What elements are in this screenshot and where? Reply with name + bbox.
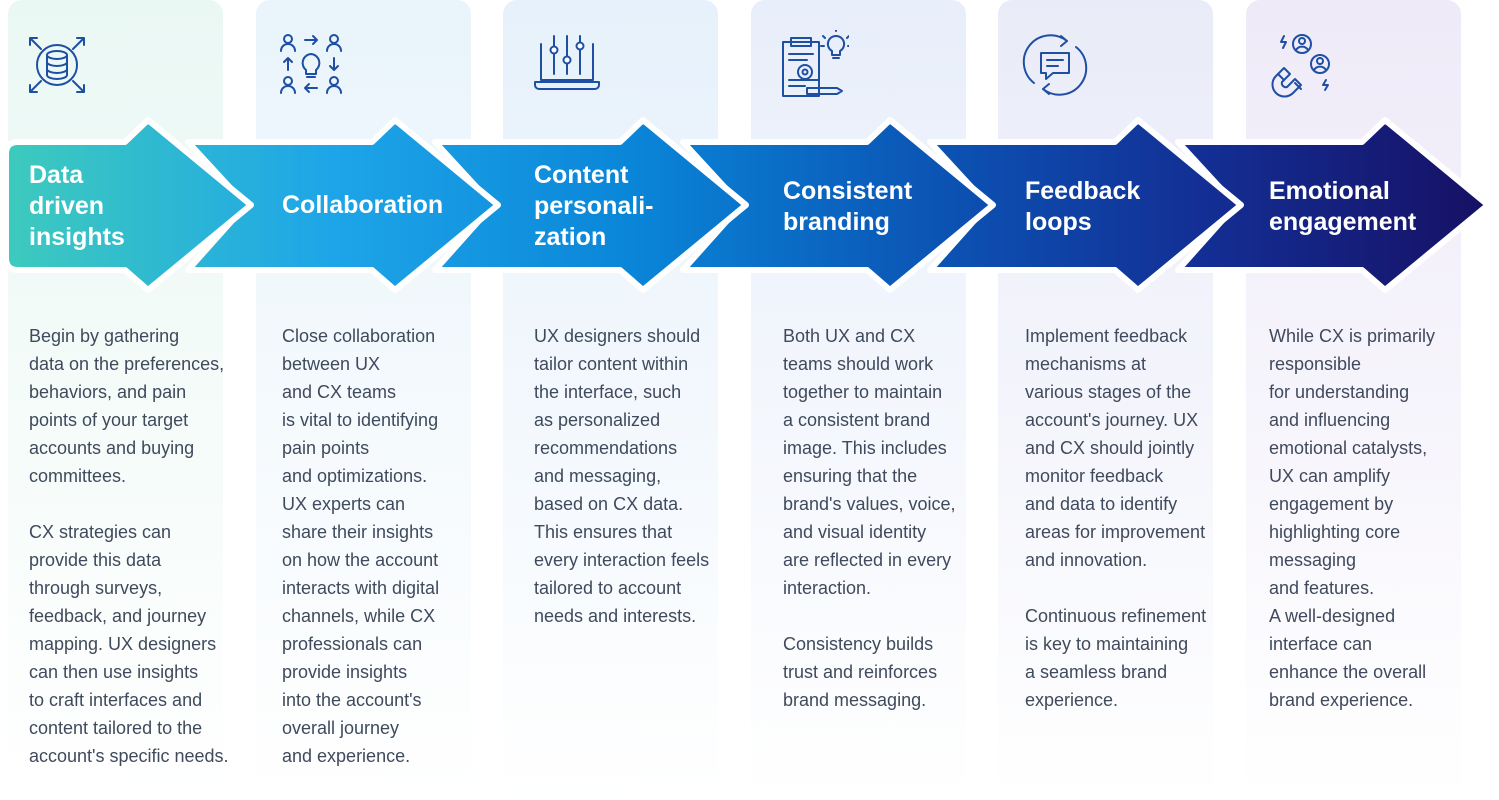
description-paragraph: Implement feedback mechanisms at various… [1025,326,1206,570]
description-paragraph: Both UX and CX teams should work togethe… [783,326,956,598]
step-title: Data driven insights [29,161,125,251]
step-title: Emotional engagement [1269,177,1417,236]
brand-document-idea-icon [779,30,849,100]
laptop-sliders-icon [532,30,602,100]
database-network-icon [22,30,92,100]
feedback-loop-chat-icon [1020,30,1090,100]
column-background [751,0,966,800]
step-title: Content personali- zation [534,161,654,251]
description-paragraph: While CX is primarily responsible for un… [1269,326,1436,710]
description-paragraph: Close collaboration between UX and CX te… [282,326,440,766]
column-background [1246,0,1461,800]
step-description: Both UX and CX teams should work togethe… [783,322,1005,714]
description-paragraph: CX strategies can provide this data thro… [29,522,229,766]
description-paragraph: Continuous refinement is key to maintain… [1025,606,1207,710]
team-idea-cycle-icon [276,30,346,100]
description-paragraph: UX designers should tailor content withi… [534,326,710,626]
description-paragraph: Begin by gathering data on the preferenc… [29,326,225,486]
step-description: Close collaboration between UX and CX te… [282,322,504,770]
step-description: Implement feedback mechanisms at various… [1025,322,1247,714]
description-paragraph: Consistency builds trust and reinforces … [783,634,938,710]
column-background [503,0,718,800]
step-title: Collaboration [282,191,444,219]
column-background [8,0,223,800]
step-description: UX designers should tailor content withi… [534,322,756,630]
step-description: While CX is primarily responsible for un… [1269,322,1491,714]
step-title: Consistent branding [783,177,913,236]
arrow-step-1 [3,117,254,293]
step-title: Feedback loops [1025,177,1141,236]
column-background [256,0,471,800]
step-description: Begin by gathering data on the preferenc… [29,322,251,770]
column-background [998,0,1213,800]
magnet-people-icon [1266,30,1336,100]
